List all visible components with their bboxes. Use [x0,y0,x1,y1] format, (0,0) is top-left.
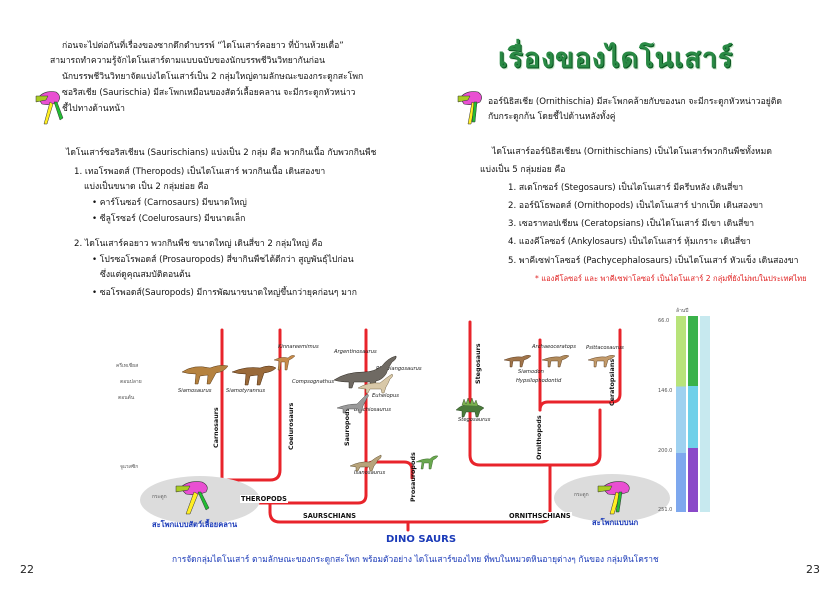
label-ornithischians: ORNITHSCHIANS [508,512,572,520]
label-saurischians: SAURSCHIANS [302,512,358,520]
label-theropods: THEROPODS [240,495,288,503]
saurischia-item-1: 1. เทอโรพอดส์ (Theropods) เป็นไดโนเสาร์ … [74,167,326,177]
brachiosaurus-illustration [336,393,369,414]
page-number-right: 23 [806,563,820,576]
right-intro-line-1: ออร์นิธิสเชีย (Ornithischia) มีสะโพกคล้า… [488,97,782,107]
hip-right-bone-label: กระดูก [574,492,589,498]
intro-line-2: สามารถทำความรู้จักไดโนเสาร์ตามแบบฉบับของ… [50,56,325,66]
phuwiangosaurus-illustration [357,373,393,394]
time-scale-era-bar [676,316,686,512]
siamodon-illustration [503,355,532,368]
ornithischia-hip-icon [457,91,482,125]
ornithischia-item-1: 1. สเตโกซอร์ (Stegosaurs) เป็นไดโนเสาร์ … [508,183,744,193]
hip-left-bone-label: กระดูก [152,494,167,500]
intro-line-1: ก่อนจะไปต่อกันที่เรื่องของซากดึกดำบรรพ์ … [62,41,344,51]
tree-ornithischians-branch [468,453,602,467]
psittacosaurus-illustration [587,355,616,368]
tree-coelurosaurs-line [220,328,282,482]
genus-compsognathus: Compsognathus [292,379,335,385]
ornithischia-item-3: 3. เซอราทอปเชียน (Ceratopsians) เป็นไดโน… [508,219,755,229]
saurischia-heading: ไดโนเสาร์ซอริสเชียน (Saurischians) แบ่งเ… [66,148,377,158]
ornithischia-sub: แบ่งเป็น 5 กลุ่มย่อย คือ [480,165,566,175]
time-scale [676,316,712,512]
era-late: ตอนปลาย [120,379,142,385]
time-scale-triassic [688,448,698,512]
genus-isanosaurus: Isanosaurus [354,470,386,476]
ornithischia-note: * แองคีโลซอร์ และ พาคีเซฟาโลซอร์ เป็นไดโ… [535,274,807,283]
hip-left-background [140,476,260,524]
archaeoceratops-illustration [541,355,570,368]
figure-caption: การจัดกลุ่มไดโนเสาร์ ตามลักษณะของกระดูกส… [172,554,659,564]
saurischia-item-1-bullet-1: • คาร์โนซอร์ (Carnosaurs) มีขนาดใหญ่ [92,198,247,208]
label-ornithopods: Ornithopods [535,415,543,460]
ornithischia-heading: ไดโนเสาร์ออร์นิธิสเชียน (Ornithischians)… [492,147,772,157]
scale-label-top: ล้านปี [676,308,689,314]
genus-phuwiangosaurus: Phuwiangosaurus [376,366,422,372]
genus-siamodon: Siamodon [518,369,544,375]
scale-label-66: 66.0 [658,318,670,324]
era-cretaceous: ครีเทเชียส [116,363,139,369]
saurischia-item-1-sub: แบ่งเป็นขนาด เป็น 2 กลุ่มย่อย คือ [84,182,209,192]
intro-line-5: ชี้ไปทางด้านหน้า [62,104,125,114]
siamosaurus-illustration [181,365,229,385]
siamotyrannus-illustration [231,365,277,386]
label-stegosaurs: Stegosaurs [474,343,482,384]
argentinosaurus-illustration [333,355,397,389]
right-intro-line-2: กับกระดูกก้น โดยชี้ไปด้านหลังทั้งคู่ [488,112,616,122]
saurischia-hip-diagram [175,481,210,515]
prosauropod-illustration [415,455,439,470]
label-carnosaurs: Carnosaurs [212,407,220,448]
saurischia-item-2-bullet-1: • โปรซอโรพอดส์ (Prosauropods) สี่ขากินพื… [92,255,354,265]
time-scale-cretaceous [688,316,698,386]
ornithischia-hip-diagram [597,481,630,515]
genus-brachiosaurus: Brachiosaurus [354,407,391,413]
page-title: เรื่องของไดโนเสาร์ [498,43,734,74]
intro-line-3: นักบรรพชีวินวิทยาจัดแบ่งไดโนเสาร์เป็น 2 … [62,72,364,82]
genus-archaeoceratops: Archaeoceratops [532,344,576,350]
saurischia-item-2: 2. ไดโนเสาร์คอยาว พวกกินพืช ขนาดใหญ่ เดิ… [74,239,323,249]
stegosaurus-illustration [455,397,485,418]
genus-psittacosaurus: Psittacosaurus [586,345,624,351]
label-coelurosaurs: Coelurosaurs [287,402,295,450]
page-number-left: 22 [20,563,34,576]
intro-line-4: ซอริสเชีย (Saurischia) มีสะโพกเหมือนของส… [62,88,356,98]
scale-label-146: 146.0 [658,388,673,394]
time-scale-jurassic [688,386,698,448]
label-dinosaurs-root: DINO SAURS [386,534,457,545]
era-early: ตอนต้น [118,395,135,401]
hip-right-label: สะโพกแบบนก [592,518,639,527]
scale-label-200: 200.0 [658,448,673,454]
time-scale-mesozoic [700,316,710,512]
genus-siamosaurus: Siamosaurus [178,388,212,394]
genus-hypsilophodontid: Hypsilophodontid [516,378,562,384]
kinnareemimus-illustration [273,355,296,371]
genus-kinnareemimus: Kinnareemimus [278,344,319,350]
ornithischia-item-5: 5. พาคีเซฟาโลซอร์ (Pachycephalosaurs) เป… [508,256,799,266]
saurischia-item-2-bullet-1b: ซึ่งแต่ดูคุณสมบัติตอนต้น [100,270,191,280]
genus-euhelopus: Euhelopus [372,393,399,399]
scale-label-251: 251.0 [658,507,673,513]
saurischia-hip-icon [35,91,64,125]
era-jurassic: จูแรสซิก [120,464,139,470]
genus-argentinosaurus: Argentinosaurus [334,349,377,355]
isanosaurus-illustration [349,454,382,472]
hip-right-background [554,474,670,522]
genus-stegosaurus: Stegosaurus [458,417,491,423]
genus-siamotyrannus: Siamotyrannus [226,388,266,394]
ornithischia-item-2: 2. ออร์นิโธพอดส์ (Ornithopods) เป็นไดโนเ… [508,201,764,211]
saurischia-item-1-bullet-2: • ซีลูโรซอร์ (Coelurosaurs) มีขนาดเล็ก [92,214,246,224]
hip-left-label: สะโพกแบบสัตว์เลื้อยคลาน [152,520,238,529]
ornithischia-item-4: 4. แองคีโลซอร์ (Ankylosaurs) เป็นไดโนเสา… [508,237,751,247]
saurischia-item-2-bullet-2: • ซอโรพอดส์(Sauropods) มีการพัฒนาขนาดใหญ… [92,288,357,298]
